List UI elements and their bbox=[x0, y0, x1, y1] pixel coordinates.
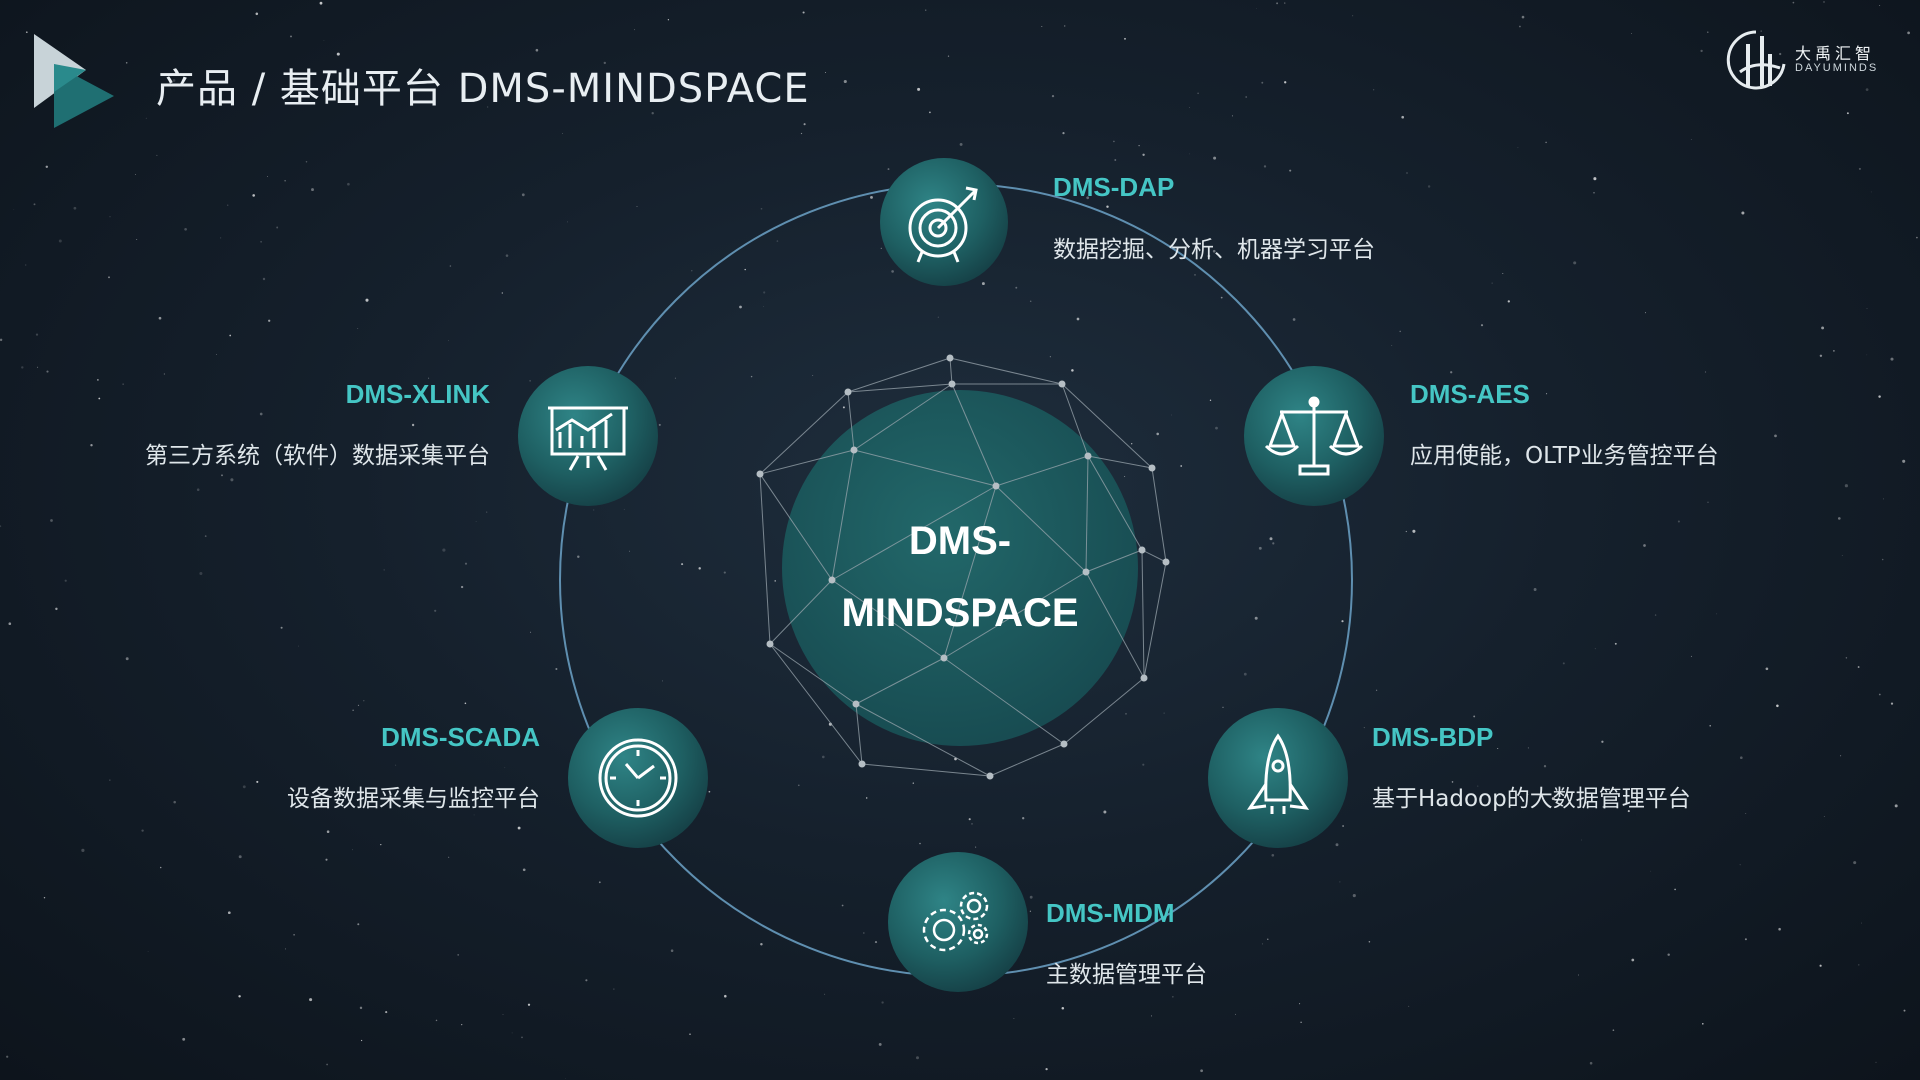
mesh-edge bbox=[1143, 561, 1167, 679]
node-aes-desc: 应用使能，OLTP业务管控平台 bbox=[1410, 443, 1719, 469]
mesh-edge bbox=[769, 579, 833, 645]
node-bdp[interactable] bbox=[1208, 708, 1348, 848]
mesh-edge bbox=[861, 763, 991, 777]
brand-mark-icon bbox=[1726, 30, 1786, 90]
node-mdm-title[interactable]: DMS-MDM bbox=[1046, 898, 1175, 928]
mesh-edge bbox=[831, 449, 855, 581]
mesh-edge bbox=[855, 657, 945, 705]
mesh-edge bbox=[831, 485, 997, 581]
mesh-edge bbox=[951, 383, 997, 487]
mesh-edge bbox=[831, 579, 945, 659]
node-mdm-desc: 主数据管理平台 bbox=[1046, 962, 1207, 988]
node-scada[interactable] bbox=[568, 708, 708, 848]
mesh-edge bbox=[853, 383, 953, 451]
node-bdp-desc: 基于Hadoop的大数据管理平台 bbox=[1372, 786, 1691, 812]
mesh-edge bbox=[853, 449, 997, 487]
brand-name-cn: 大禹汇智 bbox=[1795, 44, 1876, 63]
mesh-edge bbox=[759, 473, 771, 645]
mesh-edge bbox=[995, 455, 1089, 487]
mesh-node bbox=[1162, 558, 1170, 566]
mesh-edge bbox=[759, 391, 849, 475]
mesh-node bbox=[756, 470, 764, 478]
mesh-edge bbox=[949, 357, 953, 385]
mesh-edge bbox=[1141, 549, 1145, 679]
mesh-node bbox=[850, 446, 858, 454]
core-sphere bbox=[782, 390, 1138, 746]
mesh-edge bbox=[769, 643, 857, 705]
node-dap[interactable] bbox=[880, 158, 1008, 286]
node-scada-desc: 设备数据采集与监控平台 bbox=[287, 786, 540, 812]
mesh-edge bbox=[1085, 455, 1089, 573]
center-label-line1: DMS- bbox=[908, 519, 1012, 563]
mesh-node bbox=[940, 654, 948, 662]
node-xlink[interactable] bbox=[518, 366, 658, 506]
mesh-node bbox=[766, 640, 774, 648]
mesh-node bbox=[1058, 380, 1066, 388]
brand-logo: 大禹汇智 DAYUMINDS bbox=[1722, 24, 1892, 94]
play-logo-icon bbox=[34, 34, 114, 128]
mesh-edge bbox=[847, 391, 855, 451]
mesh-edge bbox=[855, 703, 863, 765]
center-label: DMS- MINDSPACE bbox=[790, 505, 1130, 649]
mesh-edge bbox=[989, 743, 1065, 777]
network-nodes bbox=[756, 354, 1170, 780]
mesh-edge bbox=[943, 657, 1065, 745]
mesh-edge bbox=[847, 357, 951, 393]
mesh-node bbox=[1138, 546, 1146, 554]
mesh-node bbox=[992, 482, 1000, 490]
mesh-edge bbox=[1141, 549, 1167, 563]
mesh-edge bbox=[995, 485, 1087, 573]
mesh-node bbox=[1084, 452, 1092, 460]
node-dap-desc: 数据挖掘、分析、机器学习平台 bbox=[1053, 237, 1375, 263]
node-xlink-desc: 第三方系统（软件）数据采集平台 bbox=[145, 443, 490, 469]
mesh-edge bbox=[1087, 455, 1143, 551]
node-aes[interactable] bbox=[1244, 366, 1384, 506]
target-icon bbox=[908, 186, 978, 263]
mesh-node bbox=[1082, 568, 1090, 576]
mesh-edge bbox=[943, 571, 1087, 659]
page-title: 产品 / 基础平台 DMS-MINDSPACE bbox=[156, 66, 810, 112]
mesh-node bbox=[858, 760, 866, 768]
mesh-edge bbox=[1087, 455, 1153, 469]
mesh-node bbox=[1060, 740, 1068, 748]
mesh-edge bbox=[1063, 677, 1145, 745]
gears-icon bbox=[922, 891, 989, 952]
mesh-node bbox=[844, 388, 852, 396]
mesh-edge bbox=[847, 383, 953, 393]
brand-name-en: DAYUMINDS bbox=[1795, 62, 1879, 74]
node-xlink-title[interactable]: DMS-XLINK bbox=[345, 379, 490, 409]
mesh-edge bbox=[1085, 571, 1145, 679]
clock-icon bbox=[598, 738, 678, 818]
rocket-icon bbox=[1246, 733, 1310, 814]
mesh-edge bbox=[949, 357, 1063, 385]
center-label-line2: MINDSPACE bbox=[841, 591, 1079, 635]
mesh-edge bbox=[943, 485, 997, 659]
mesh-edge bbox=[1151, 467, 1167, 563]
mesh-edge bbox=[855, 703, 991, 777]
mesh-node bbox=[828, 576, 836, 584]
balance-scale-icon bbox=[1264, 396, 1364, 476]
mesh-node bbox=[986, 772, 994, 780]
mesh-edge bbox=[759, 473, 833, 581]
mesh-edge bbox=[1085, 549, 1143, 573]
mesh-edge bbox=[759, 449, 855, 475]
network-mesh bbox=[759, 357, 1167, 777]
mesh-node bbox=[946, 354, 954, 362]
mesh-node bbox=[948, 380, 956, 388]
mesh-edge bbox=[769, 643, 863, 765]
mesh-node bbox=[852, 700, 860, 708]
node-bdp-title[interactable]: DMS-BDP bbox=[1372, 722, 1494, 752]
node-dap-title[interactable]: DMS-DAP bbox=[1053, 172, 1175, 202]
node-scada-title[interactable]: DMS-SCADA bbox=[381, 722, 540, 752]
mesh-edge bbox=[1061, 383, 1153, 469]
node-mdm[interactable] bbox=[888, 852, 1028, 992]
mesh-node bbox=[1140, 674, 1148, 682]
node-aes-title[interactable]: DMS-AES bbox=[1410, 379, 1530, 409]
chart-board-icon bbox=[548, 406, 628, 471]
mesh-edge bbox=[1061, 383, 1089, 457]
mesh-node bbox=[1148, 464, 1156, 472]
